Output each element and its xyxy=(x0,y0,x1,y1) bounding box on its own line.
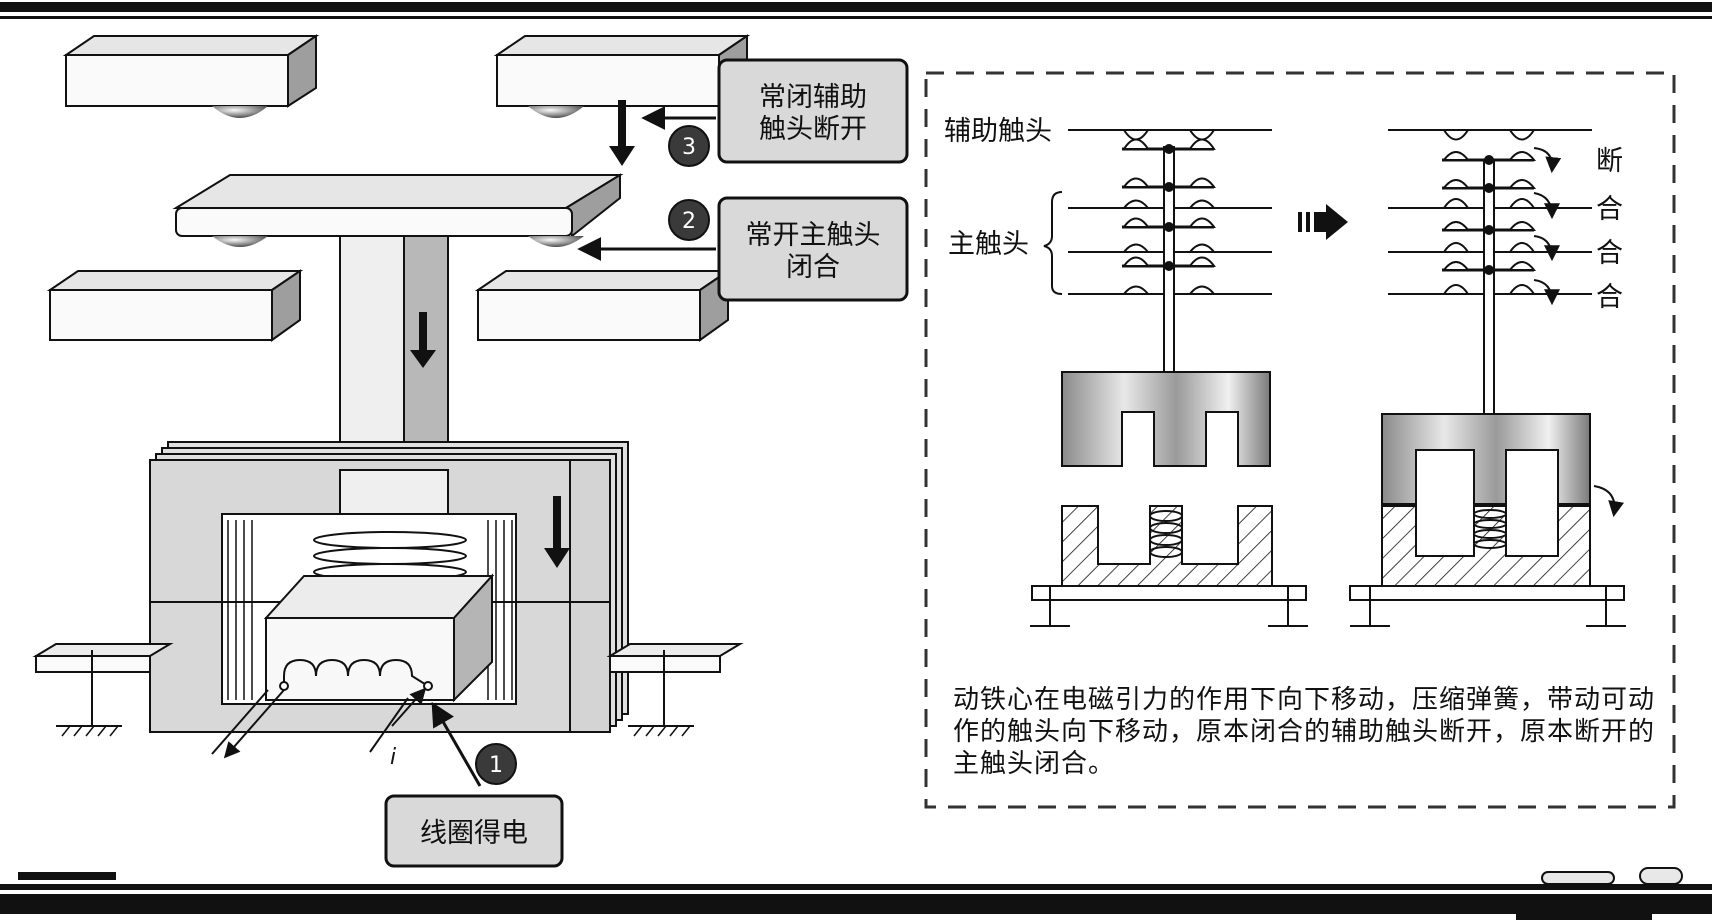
current-label: i xyxy=(390,745,396,770)
callout-2-box xyxy=(717,196,909,302)
state-close-1: 合 xyxy=(1596,194,1623,225)
schematic-after xyxy=(1349,129,1626,627)
svg-text:1: 1 xyxy=(489,753,503,778)
callout-3-badge xyxy=(668,125,710,167)
main-contact-open-icon xyxy=(1121,177,1217,295)
svg-text:2: 2 xyxy=(682,209,696,234)
schematic-panel xyxy=(924,71,1676,809)
lower-left-fixed-block xyxy=(46,269,304,342)
callout-2: 2 常开主触头 闭合 xyxy=(577,196,909,302)
callout-3-text-line1: 常闭辅助 xyxy=(759,82,867,113)
coil-box xyxy=(263,573,495,703)
state-break: 断 xyxy=(1596,146,1623,177)
upper-right-fixed-block xyxy=(493,34,751,108)
chalk-icon xyxy=(1541,867,1683,885)
contactor-3d xyxy=(32,34,751,759)
curved-arrow-icon xyxy=(1533,147,1624,518)
svg-text:3: 3 xyxy=(682,135,696,160)
main-contact-closed-icon xyxy=(1441,179,1537,295)
schematic-before xyxy=(1030,129,1308,627)
aux-contact-open-icon xyxy=(1441,129,1537,161)
down-arrow-icon xyxy=(410,100,635,568)
callout-1-badge xyxy=(475,743,517,785)
callout-2-badge xyxy=(668,199,710,241)
callout-1-box xyxy=(384,794,564,868)
moving-iron-core xyxy=(1061,371,1271,467)
transition-arrow-icon xyxy=(1298,204,1348,240)
upper-left-fixed-block xyxy=(62,34,320,108)
state-close-3: 合 xyxy=(1596,282,1623,313)
moving-contact-bar xyxy=(172,173,624,238)
mounting-feet xyxy=(32,643,744,727)
spring-small-compressed xyxy=(1473,509,1507,549)
callout-1-text: 线圈得电 xyxy=(420,818,528,849)
callout-1: 1 线圈得电 xyxy=(384,701,564,868)
spring-small xyxy=(1149,510,1183,558)
description-text: 动铁心在电磁引力的作用下向下移动，压缩弹簧，带动可动作的触头向下移动，原本闭合的… xyxy=(953,685,1656,779)
callout-3-text-line2: 触头断开 xyxy=(759,114,867,145)
callout-2-text-line2: 闭合 xyxy=(786,252,840,283)
callout-3: 3 常闭辅助 触头断开 xyxy=(641,58,909,167)
callout-3-box xyxy=(717,58,909,164)
state-close-2: 合 xyxy=(1596,238,1623,269)
aux-contact-label: 辅助触头 xyxy=(944,116,1052,147)
main-contact-label: 主触头 xyxy=(948,229,1029,260)
lower-right-fixed-block xyxy=(474,269,732,342)
ground-hatch xyxy=(61,725,691,737)
moving-iron-core-after xyxy=(1381,413,1591,505)
main-contact-brace xyxy=(1043,191,1063,295)
callout-2-text-line1: 常开主触头 xyxy=(746,220,881,251)
aux-contact-closed-icon xyxy=(1122,129,1216,150)
